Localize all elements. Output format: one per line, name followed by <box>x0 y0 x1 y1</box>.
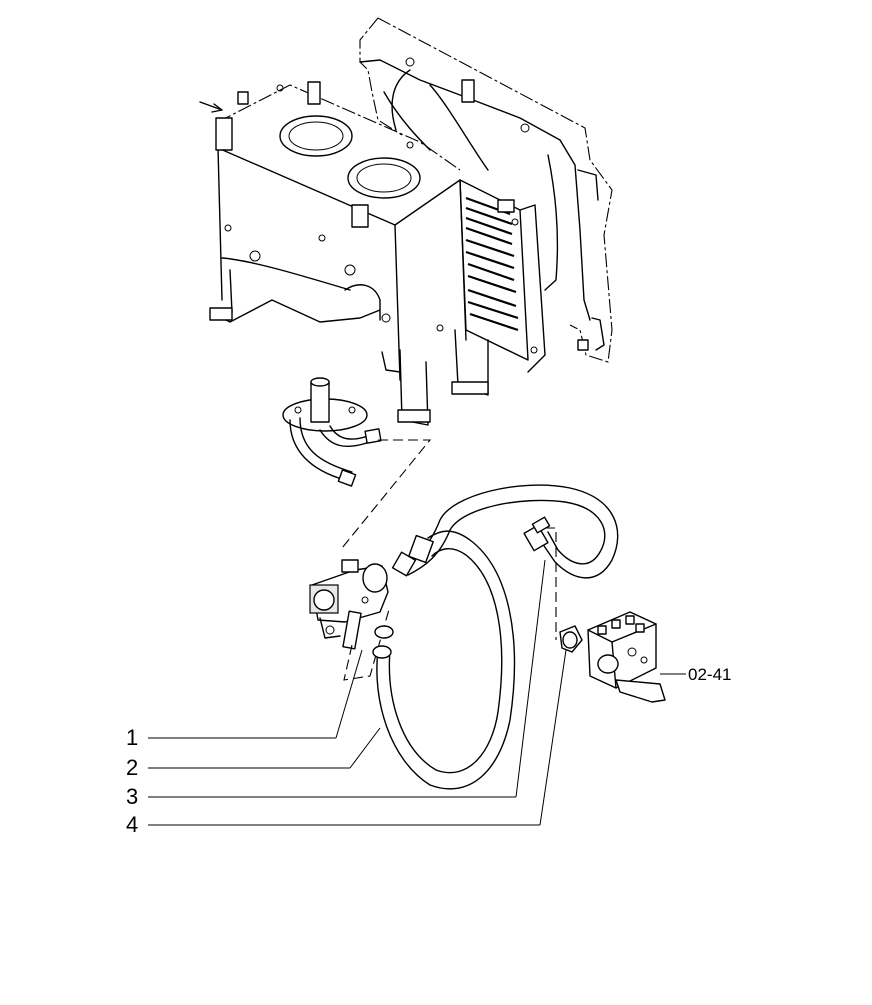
hose-assembly <box>372 484 619 790</box>
suction-strainer <box>282 377 432 549</box>
oil-cooler-core <box>459 179 546 373</box>
callout-3: 3 <box>126 784 139 809</box>
control-valve-block <box>587 611 666 703</box>
hydraulic-pump <box>309 559 391 681</box>
callout-2: 2 <box>126 755 139 780</box>
callout-4: 4 <box>126 812 139 837</box>
callout-leaders <box>148 559 686 826</box>
callout-1: 1 <box>126 725 139 750</box>
radiator-shroud-frame <box>359 17 613 363</box>
hydraulic-tank <box>199 81 489 426</box>
elbow-fitting <box>559 625 583 653</box>
part-reference-label: 02-41 <box>688 665 732 684</box>
